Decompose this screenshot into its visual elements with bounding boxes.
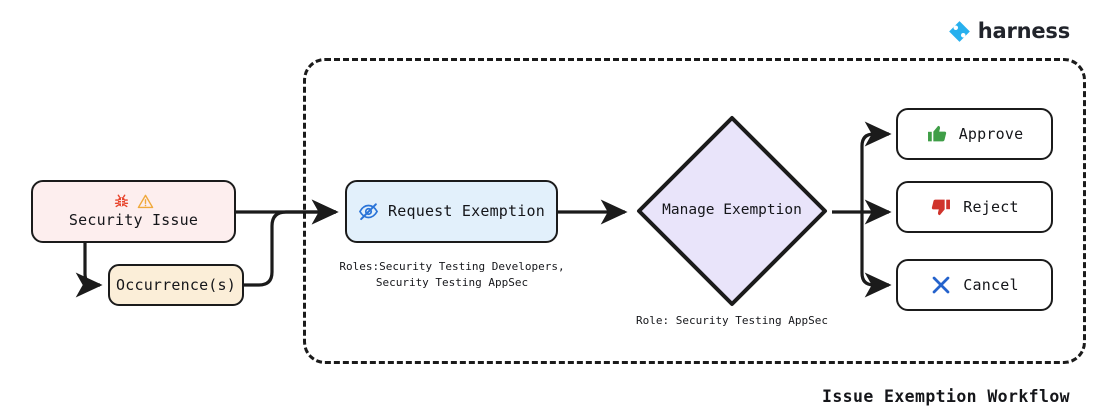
harness-diamond-logo (948, 20, 970, 42)
brand-logo: harness (948, 19, 1070, 43)
request-exemption-label: Request Exemption (388, 202, 545, 221)
eye-slash-icon (359, 203, 378, 221)
cancel-label: Cancel (963, 275, 1019, 294)
approve-label: Approve (958, 124, 1024, 143)
node-cancel[interactable]: Cancel (896, 259, 1053, 311)
occurrences-label: Occurrence(s) (116, 275, 236, 294)
thumbs-down-icon (932, 199, 951, 216)
security-issue-label: Security Issue (68, 211, 199, 230)
manage-exemption-role-caption: Role: Security Testing AppSec (635, 314, 829, 327)
diagram-title: Issue Exemption Workflow (821, 387, 1070, 406)
warning-triangle-icon (137, 194, 154, 209)
reject-label: Reject (963, 197, 1019, 216)
request-exemption-roles-caption: Roles:Security Testing Developers, Secur… (339, 260, 565, 289)
node-request-exemption[interactable]: Request Exemption (345, 180, 558, 243)
node-security-issue[interactable]: Security Issue (31, 180, 236, 243)
diamond-shape (637, 116, 827, 306)
brand-name: harness (977, 19, 1070, 43)
manage-exemption-label: Manage Exemption (662, 202, 802, 219)
node-occurrences[interactable]: Occurrence(s) (108, 264, 244, 306)
node-approve[interactable]: Approve (896, 108, 1053, 160)
x-cross-icon (932, 276, 950, 294)
edge-security-issue-to-occurrences (75, 243, 103, 298)
node-reject[interactable]: Reject (896, 181, 1053, 233)
thumbs-up-icon (927, 125, 946, 142)
node-manage-exemption[interactable]: Manage Exemption (632, 111, 832, 311)
security-issue-icons (113, 193, 154, 210)
bug-icon (114, 194, 129, 208)
